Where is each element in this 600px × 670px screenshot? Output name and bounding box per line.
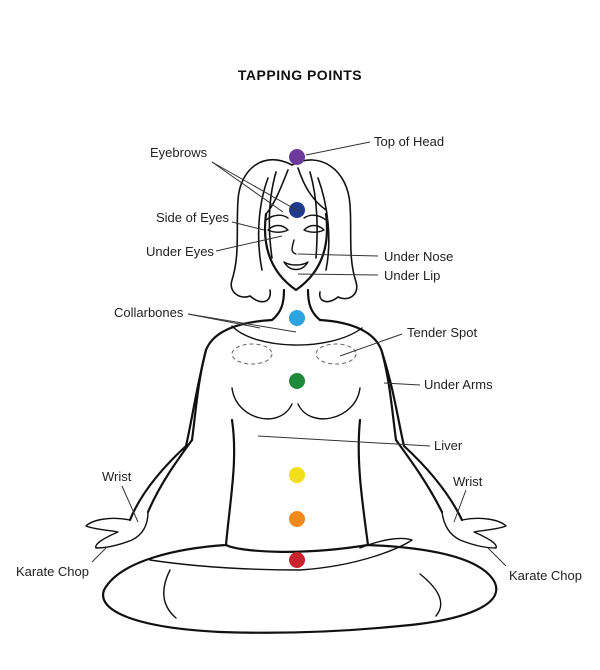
- root-marker: [289, 552, 305, 568]
- label-eyebrows: Eyebrows: [150, 145, 208, 160]
- leader-wrist-left: [121, 485, 139, 523]
- mouth: [283, 261, 309, 271]
- right-eyebrow: [303, 214, 327, 221]
- label-liver: Liver: [434, 438, 463, 453]
- tender-spot-left: [231, 343, 273, 365]
- solar-plexus-marker: [289, 467, 305, 483]
- label-under-lip: Under Lip: [384, 268, 440, 283]
- waist: [224, 418, 370, 547]
- leader-liver: [257, 435, 431, 447]
- leader-karate-chop-left: [91, 547, 107, 563]
- left-arm: [128, 348, 208, 522]
- leader-eyebrows-2: [211, 161, 301, 213]
- leader-karate-chop-right: [487, 547, 507, 567]
- label-tender-spot: Tender Spot: [407, 325, 477, 340]
- right-hand: [441, 511, 507, 549]
- label-side-of-eyes: Side of Eyes: [156, 210, 229, 225]
- bust: [231, 387, 361, 420]
- leg-fold: [149, 537, 442, 619]
- label-collarbones: Collarbones: [114, 305, 184, 320]
- label-under-eyes: Under Eyes: [146, 244, 214, 259]
- collarbones-marker: [289, 310, 305, 326]
- label-under-arms: Under Arms: [424, 377, 493, 392]
- label-under-nose: Under Nose: [384, 249, 453, 264]
- label-karate-chop-right: Karate Chop: [509, 568, 582, 583]
- face-outline: [263, 212, 329, 292]
- label-wrist-left: Wrist: [102, 469, 132, 484]
- leader-under-nose: [297, 253, 379, 257]
- sacral-marker: [289, 511, 305, 527]
- label-top-of-head: Top of Head: [374, 134, 444, 149]
- nose: [291, 239, 297, 255]
- hair-outline: [230, 159, 358, 303]
- leader-collarbones-2: [187, 313, 297, 333]
- tapping-point-markers: [289, 149, 305, 568]
- right-arm: [380, 350, 464, 522]
- leader-tender-spot: [339, 333, 403, 357]
- meditating-figure: [85, 159, 507, 634]
- crossed-legs: [101, 543, 498, 634]
- right-eye: [303, 224, 325, 233]
- leader-eyebrows-1: [211, 161, 284, 213]
- leader-top-of-head: [305, 141, 371, 156]
- leader-under-eyes: [215, 235, 283, 252]
- leader-side-of-eyes: [231, 221, 265, 231]
- label-karate-chop-left: Karate Chop: [16, 564, 89, 579]
- point-labels: Top of Head Eyebrows Side of Eyes Under …: [16, 134, 582, 583]
- leader-under-arms: [383, 382, 421, 386]
- left-hand: [85, 511, 149, 549]
- label-wrist-right: Wrist: [453, 474, 483, 489]
- left-eyebrow: [265, 214, 289, 221]
- leader-lines: [91, 141, 507, 567]
- neck: [270, 288, 322, 322]
- heart-marker: [289, 373, 305, 389]
- leader-under-lip: [297, 273, 379, 276]
- left-eye: [267, 224, 289, 233]
- diagram-title: TAPPING POINTS: [238, 67, 362, 83]
- top-of-head-marker: [289, 149, 305, 165]
- tank-top-neckline: [231, 325, 363, 346]
- leader-wrist-right: [453, 489, 467, 523]
- tender-spot-right: [315, 343, 357, 365]
